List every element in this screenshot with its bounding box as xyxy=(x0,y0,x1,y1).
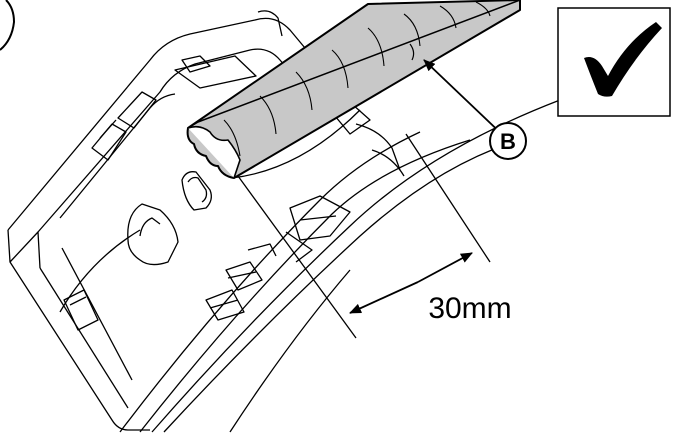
step-circle-fragment xyxy=(0,0,16,51)
dimension-extension-left xyxy=(237,175,357,339)
trim-rails xyxy=(119,99,561,433)
dimension-label: 30mm xyxy=(428,292,511,325)
tape-strip xyxy=(186,0,521,179)
sun-visor-panel xyxy=(7,10,331,431)
check-panel xyxy=(557,7,671,117)
callout-b: B xyxy=(489,122,527,160)
dimension-extension-right xyxy=(405,133,491,263)
dimension-line xyxy=(349,281,419,314)
check-mark-icon xyxy=(584,22,662,97)
dimension-line-upper xyxy=(417,252,473,283)
callout-leader xyxy=(423,59,509,141)
callout-letter: B xyxy=(500,129,516,154)
